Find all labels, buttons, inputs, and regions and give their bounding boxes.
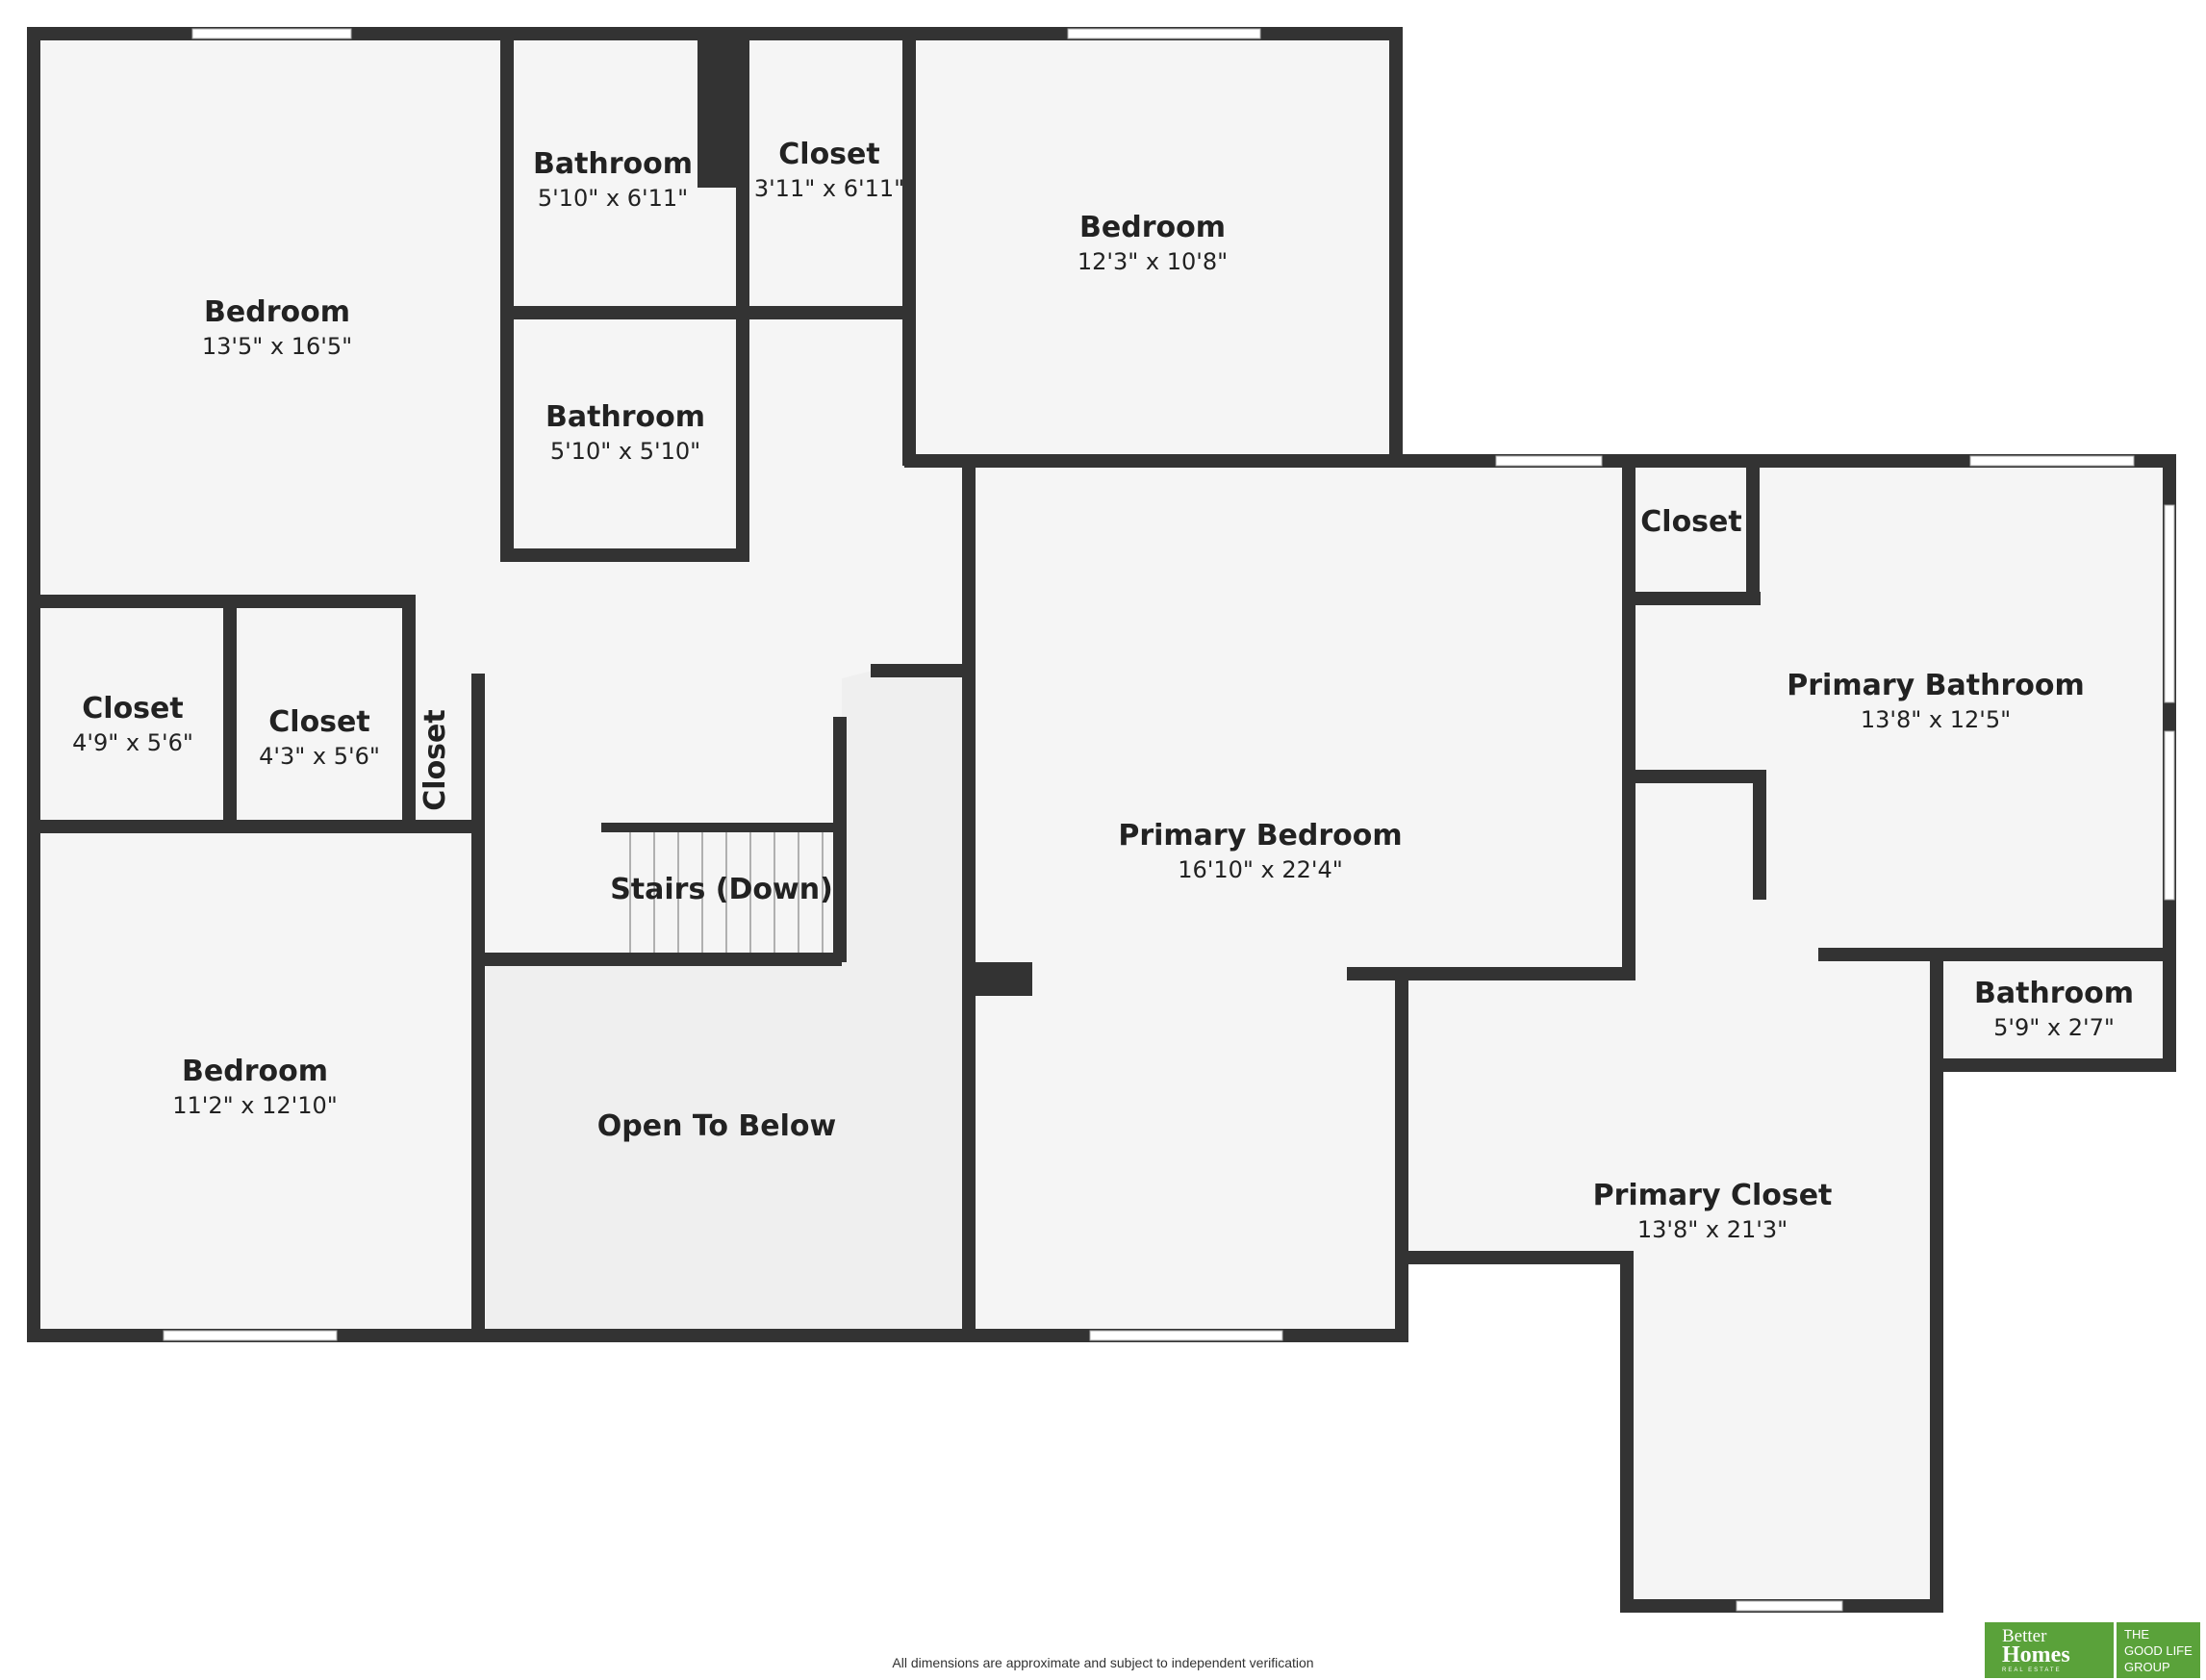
- room-name: Primary Bathroom: [1787, 669, 2084, 702]
- room-name: Bathroom: [533, 147, 693, 181]
- floor-fills: [29, 29, 2169, 1607]
- room-name: Primary Bedroom: [1118, 819, 1402, 853]
- stair-treads: [629, 832, 824, 953]
- windows: [163, 28, 2175, 1612]
- room-dims: 13'8" x 21'3": [1637, 1216, 1788, 1243]
- room-name: Closet: [778, 138, 879, 171]
- logo-right-line3: GROUP: [2124, 1659, 2170, 1674]
- logo-right-line1: THE: [2124, 1626, 2149, 1642]
- room-dims: 4'3" x 5'6": [259, 743, 380, 770]
- disclaimer: All dimensions are approximate and subje…: [892, 1655, 1314, 1670]
- room-name: Closet: [82, 692, 183, 725]
- room-name: Closet: [1640, 505, 1741, 539]
- room-name: Bedroom: [204, 295, 350, 329]
- room-name: Stairs (Down): [610, 873, 833, 906]
- room-dims: 5'10" x 5'10": [550, 438, 700, 465]
- logo-line3: REAL ESTATE: [2002, 1667, 2062, 1673]
- room-labels: Bedroom 13'5" x 16'5" Bathroom 5'10" x 6…: [72, 138, 2134, 1243]
- room-dims: 16'10" x 22'4": [1178, 856, 1343, 883]
- room-dims: 3'11" x 6'11": [754, 175, 904, 202]
- room-dims: 4'9" x 5'6": [72, 729, 193, 756]
- room-dims: 13'5" x 16'5": [202, 333, 352, 360]
- room-name: Bathroom: [545, 400, 705, 434]
- room-dims: 11'2" x 12'10": [172, 1092, 338, 1119]
- room-name: Bathroom: [1974, 977, 2134, 1010]
- room-name: Primary Closet: [1593, 1179, 1833, 1212]
- room-name: Closet: [418, 709, 452, 810]
- room-dims: 13'8" x 12'5": [1861, 706, 2011, 733]
- room-dims: 5'10" x 6'11": [538, 185, 688, 212]
- logo-right: THE GOOD LIFE GROUP: [2117, 1622, 2200, 1678]
- logo-left: Better Homes REAL ESTATE: [1985, 1622, 2114, 1678]
- room-name: Open To Below: [597, 1109, 836, 1143]
- room-name: Bedroom: [1079, 211, 1226, 244]
- logo-right-line2: GOOD LIFE: [2124, 1642, 2193, 1658]
- logo-divider: [2114, 1622, 2117, 1678]
- room-name: Closet: [268, 705, 369, 739]
- brand-logo: Better Homes REAL ESTATE THE GOOD LIFE G…: [1985, 1622, 2200, 1678]
- room-dims: 12'3" x 10'8": [1078, 248, 1228, 275]
- logo-line2: Homes: [2002, 1642, 2070, 1667]
- room-dims: 5'9" x 2'7": [1993, 1014, 2115, 1041]
- room-name: Bedroom: [182, 1055, 328, 1088]
- logo-line1: Better: [2002, 1625, 2047, 1646]
